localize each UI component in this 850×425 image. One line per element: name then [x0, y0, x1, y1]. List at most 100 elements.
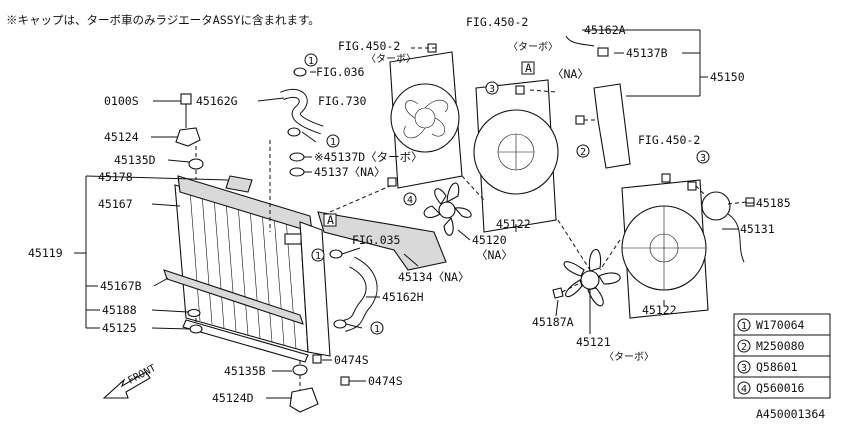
label-45162g: 45162G	[196, 94, 238, 108]
svg-text:A: A	[327, 213, 334, 227]
lower-hose-inner	[342, 257, 377, 331]
front-arrow: FRONT	[102, 363, 158, 399]
label-0474s-a: 0474S	[334, 353, 369, 367]
label-fig730: FIG.730	[318, 94, 367, 108]
svg-text:4: 4	[741, 384, 747, 395]
marker-a-top: A	[521, 61, 535, 75]
svg-text:1: 1	[330, 137, 336, 148]
label-45162h: 45162H	[382, 290, 424, 304]
label-fig450-2-right-top-sub: 〈ターボ〉	[508, 41, 558, 53]
radiator-lower-bar	[182, 319, 309, 363]
label-plate	[225, 175, 253, 193]
bolt-0474s-b	[340, 376, 350, 386]
bolt-0100s	[180, 93, 192, 105]
label-45167: 45167	[98, 197, 133, 211]
cushion-45125	[189, 324, 203, 334]
fan-ring-730	[390, 83, 460, 153]
label-45188: 45188	[102, 303, 137, 317]
svg-text:M250080: M250080	[756, 339, 805, 353]
circle-mark-1d: 1	[370, 321, 384, 335]
circle-markers: 1 1 1 1 2 3 3 4	[304, 53, 710, 335]
upper-cushion	[188, 158, 204, 170]
label-45120-na: 〈NA〉	[476, 248, 513, 262]
callout-labels: 0100S 45162G 45124 45135D 45178 45167 45…	[28, 15, 791, 405]
svg-text:4: 4	[407, 195, 413, 206]
assembly-lines	[185, 47, 747, 390]
label-45124: 45124	[104, 130, 139, 144]
circle-mark-4: 4	[403, 192, 417, 206]
label-fig035: FIG.035	[352, 233, 400, 247]
circle-mark-1b: 1	[326, 134, 340, 148]
svg-text:2: 2	[741, 342, 747, 353]
label-fig450-2-top-sub: 〈ターボ〉	[366, 53, 416, 65]
circle-mark-3a: 3	[485, 81, 499, 95]
bolt-45185	[745, 197, 755, 207]
label-45137b: 45137B	[626, 46, 668, 60]
label-45135d: 45135D	[114, 153, 156, 167]
label-na-tank: 〈NA〉	[552, 67, 589, 81]
legend-row-1: 1 W170064	[737, 318, 805, 332]
label-45185: 45185	[756, 196, 791, 210]
label-45122-b: 45122	[642, 303, 677, 317]
svg-text:1: 1	[315, 251, 321, 262]
bracket-45134	[317, 211, 447, 271]
label-0100s: 0100S	[104, 94, 139, 108]
label-0474s-b: 0474S	[368, 374, 403, 388]
nut-45187a	[552, 287, 564, 299]
svg-text:1: 1	[374, 324, 380, 335]
label-45137: 45137〈NA〉	[314, 165, 385, 179]
cap-45137	[289, 167, 305, 177]
legend-row-4: 4 Q560016	[737, 381, 805, 395]
label-fig450-2-right-top: FIG.450-2	[466, 15, 528, 29]
reservoir-tank	[565, 35, 631, 169]
label-45124d: 45124D	[212, 391, 254, 405]
cap-note: ※キャップは、ターボ車のみラジエータASSYに含まれます。	[6, 13, 320, 27]
label-45135b: 45135B	[224, 364, 266, 378]
shroud-45122-a	[473, 79, 559, 233]
label-fig036: FIG.036	[316, 65, 365, 79]
svg-text:W170064: W170064	[756, 318, 805, 332]
clamp-1d	[333, 319, 347, 329]
label-fig450-2-top: FIG.450-2	[338, 39, 400, 53]
cap-45137d	[289, 152, 305, 162]
label-45187a: 45187A	[532, 315, 574, 329]
bolt-fig450-right	[661, 173, 671, 183]
svg-text:2: 2	[580, 147, 586, 158]
label-45119: 45119	[28, 246, 63, 260]
radiator-fins	[189, 189, 297, 350]
label-45134: 45134〈NA〉	[398, 270, 469, 284]
label-fig450-2-right: FIG.450-2	[638, 133, 700, 147]
circle-mark-1c: 1	[311, 248, 325, 262]
label-45131: 45131	[740, 222, 775, 236]
reservoir-body	[593, 83, 631, 169]
fan-shroud-left	[389, 51, 463, 189]
label-45167b: 45167B	[100, 279, 142, 293]
upper-bracket	[175, 127, 201, 147]
leader-lines	[74, 29, 754, 399]
clamp-1c	[329, 249, 343, 259]
svg-text:3: 3	[700, 153, 706, 164]
reservoir-cap	[597, 47, 609, 57]
clamp-1a	[293, 67, 307, 77]
label-45150: 45150	[710, 70, 745, 84]
label-45121: 45121	[576, 335, 611, 349]
svg-text:3: 3	[741, 363, 747, 374]
fan-45121	[563, 248, 621, 307]
label-45120: 45120	[472, 233, 507, 247]
filler-neck	[284, 233, 302, 245]
circle-mark-1a: 1	[304, 53, 318, 67]
bolt-3b	[687, 181, 697, 191]
label-45125: 45125	[102, 321, 137, 335]
marker-a-mid: A	[323, 213, 337, 227]
shroud-45122-b	[621, 179, 709, 319]
bolt-0474s-a	[312, 354, 322, 364]
label-45178: 45178	[98, 170, 133, 184]
bolt-2	[575, 115, 585, 125]
svg-text:1: 1	[308, 56, 314, 67]
legend-row-2: 2 M250080	[737, 339, 805, 353]
svg-text:Q560016: Q560016	[756, 381, 805, 395]
svg-text:3: 3	[489, 84, 495, 95]
lower-bracket	[289, 387, 319, 413]
radiator-lower-seal	[163, 269, 304, 325]
